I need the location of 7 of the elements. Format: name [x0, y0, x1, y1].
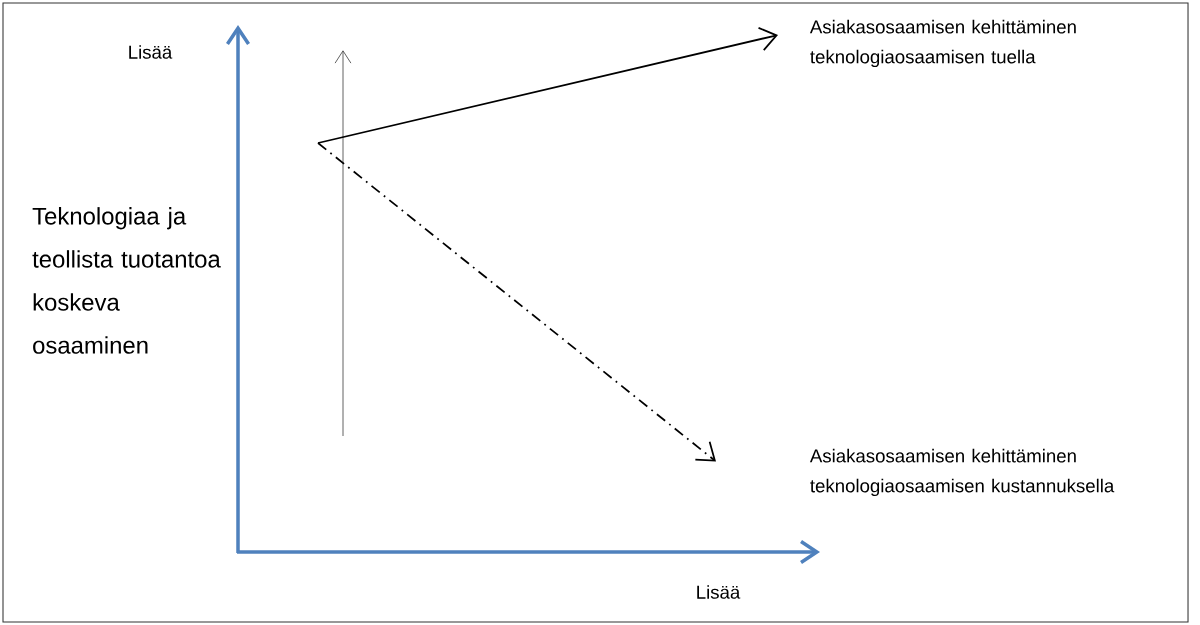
- text-label: Asiakasosaamisen kehittäminen teknologiaosaamisen tuella: [809, 19, 1076, 68]
- arrow: [317, 142, 716, 462]
- text-label: Asiakasosaamisen kehittäminen teknologiaosaamisen kustannuksella: [809, 448, 1115, 497]
- axis-label: Lisää: [129, 45, 173, 59]
- axis-label: Lisää: [697, 585, 741, 599]
- arrow: [317, 26, 779, 144]
- axis-title: Teknologiaa ja teollista tuotantoa koskeva osaaminen: [32, 207, 221, 354]
